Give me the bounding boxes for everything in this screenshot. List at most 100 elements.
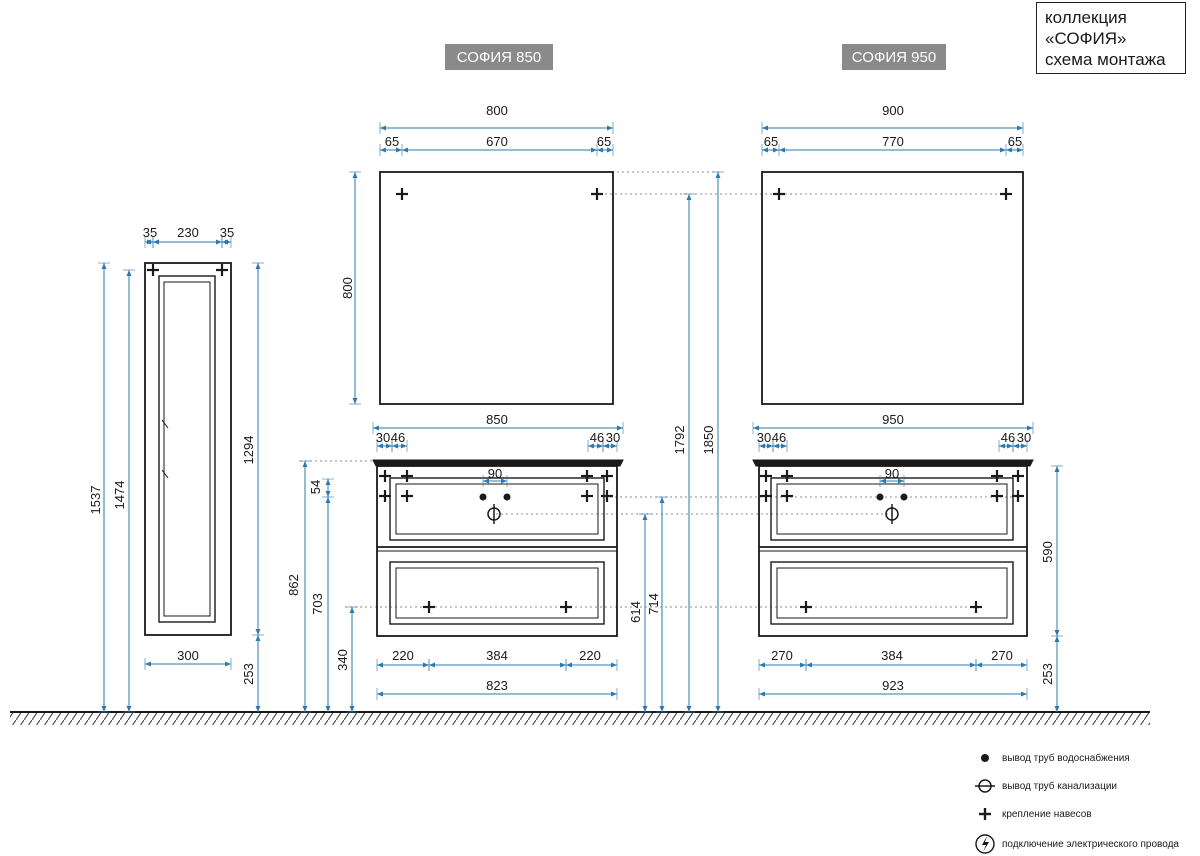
mirror-950	[761, 171, 1024, 405]
dimension-arrow	[255, 706, 261, 712]
dimension-arrow	[1021, 443, 1027, 449]
mount-cross-icon	[601, 490, 613, 502]
mount-cross-icon	[379, 490, 391, 502]
mount-cross-icon	[601, 470, 613, 482]
mount-cross-icon	[991, 490, 1003, 502]
title-line-2: «СОФИЯ»	[1045, 29, 1127, 48]
mount-points	[147, 188, 1024, 613]
dimension-arrow	[800, 662, 806, 668]
dimension-arrow	[352, 172, 358, 178]
dimension-arrow	[686, 194, 692, 200]
dimension-arrow	[386, 443, 392, 449]
dimension-arrow	[377, 691, 383, 697]
dim-46-a: 46	[391, 430, 405, 445]
dimension-arrow	[753, 425, 759, 431]
dimension-arrow	[999, 443, 1005, 449]
dimension-arrow	[255, 629, 261, 635]
title-line-3: схема монтажа	[1045, 50, 1166, 69]
dimension-arrow	[642, 706, 648, 712]
dim-270-a: 270	[771, 648, 793, 663]
dim-30-d: 30	[1017, 430, 1031, 445]
dim-1850: 1850	[701, 426, 716, 455]
dim-30-c: 30	[757, 430, 771, 445]
dimension-arrow	[603, 443, 609, 449]
tag-sofia-950: СОФИЯ 950	[842, 44, 946, 70]
dimension-arrow	[377, 443, 383, 449]
dimension-labels: 800 65 670 65 800 850 30 46 46 30 90 54 …	[88, 103, 1055, 693]
dimension-arrow	[483, 478, 489, 484]
dimension-arrow	[1006, 147, 1012, 153]
dimension-arrow	[806, 662, 812, 668]
dimension-arrow	[686, 706, 692, 712]
dim-384-b: 384	[881, 648, 903, 663]
electric-bolt-icon	[975, 834, 995, 854]
dimension-arrow	[225, 239, 231, 245]
dimension-arrow	[302, 706, 308, 712]
dim-1294: 1294	[241, 436, 256, 465]
dimension-arrow	[392, 443, 398, 449]
mount-cross-icon	[760, 470, 772, 482]
dim-90-a: 90	[488, 466, 502, 481]
mirror-850	[379, 171, 614, 405]
dimension-arrow	[1054, 466, 1060, 472]
mount-cross-icon	[1012, 490, 1024, 502]
dim-65-c: 65	[764, 134, 778, 149]
dimension-arrow	[126, 706, 132, 712]
dimension-arrow	[349, 706, 355, 712]
legend-item-sewer: вывод труб канализации	[972, 774, 1117, 798]
dim-46-d: 46	[772, 430, 786, 445]
dimension-arrow	[773, 443, 779, 449]
dimension-arrow	[101, 706, 107, 712]
dimension-arrow	[566, 662, 572, 668]
dim-35-a: 35	[143, 225, 157, 240]
legend-item-mount: крепление навесов	[972, 802, 1092, 826]
mount-cross-icon	[979, 808, 991, 820]
mount-cross-icon	[401, 470, 413, 482]
dimension-arrow	[759, 443, 765, 449]
dimension-arrow	[153, 239, 159, 245]
dim-670: 670	[486, 134, 508, 149]
dim-65-d: 65	[1008, 134, 1022, 149]
floor	[10, 711, 1150, 725]
reference-lines	[300, 171, 1012, 608]
mount-cross-icon	[423, 601, 435, 613]
dim-950: 950	[882, 412, 904, 427]
dimension-arrow	[597, 443, 603, 449]
dimension-arrow	[607, 147, 613, 153]
dim-800-top: 800	[486, 103, 508, 118]
dimension-arrow	[1013, 443, 1019, 449]
dim-340: 340	[335, 649, 350, 671]
dim-30-b: 30	[606, 430, 620, 445]
dim-253-b: 253	[1040, 663, 1055, 685]
dim-900: 900	[882, 103, 904, 118]
mount-cross-icon	[781, 490, 793, 502]
dimension-arrow	[1027, 425, 1033, 431]
sewer-pipe-icon	[975, 779, 995, 793]
mount-cross-icon	[970, 601, 982, 613]
dimension-arrow	[659, 497, 665, 503]
dimension-arrow	[255, 263, 261, 269]
dim-65-b: 65	[597, 134, 611, 149]
dimension-arrow	[255, 635, 261, 641]
dim-230: 230	[177, 225, 199, 240]
dimension-arrow	[762, 125, 768, 131]
dimension-arrow	[759, 662, 765, 668]
dimension-arrow	[1054, 636, 1060, 642]
mount-cross-icon	[760, 490, 772, 502]
dim-46-e: 46	[1001, 430, 1015, 445]
dimension-arrow	[1021, 662, 1027, 668]
dimension-arrow	[401, 443, 407, 449]
dimension-arrow	[147, 239, 153, 245]
dimension-arrow	[1000, 147, 1006, 153]
dimension-arrow	[325, 497, 331, 503]
dim-253-a: 253	[241, 663, 256, 685]
dimension-arrow	[1054, 630, 1060, 636]
mount-cross-icon	[581, 470, 593, 482]
mount-cross-icon	[401, 490, 413, 502]
dimension-arrow	[611, 443, 617, 449]
dim-770: 770	[882, 134, 904, 149]
dimension-arrow	[759, 691, 765, 697]
vanity-850	[372, 459, 624, 637]
dimension-arrow	[779, 147, 785, 153]
dimension-arrow	[597, 147, 603, 153]
